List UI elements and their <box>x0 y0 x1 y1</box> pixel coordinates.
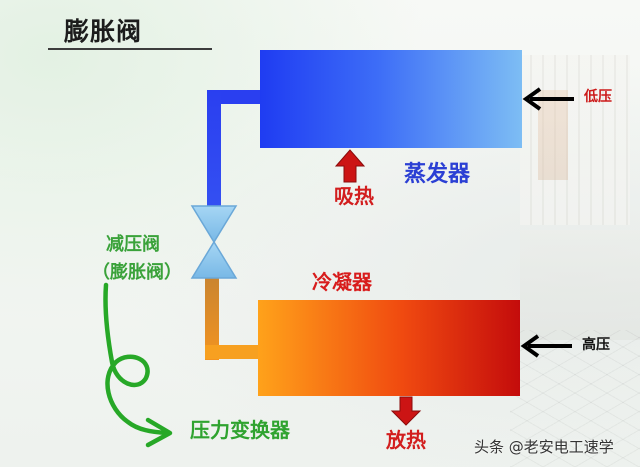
green-loop-arrow-icon <box>103 282 173 448</box>
heat-absorb-label: 吸热 <box>334 184 374 208</box>
evaporator-block <box>260 50 522 148</box>
background-window <box>520 55 630 225</box>
evaporator-outlet-pipe <box>207 90 263 104</box>
title-underline <box>48 48 212 50</box>
heat-absorb-arrow-icon <box>334 149 366 183</box>
watermark: 头条 @老安电工速学 <box>474 438 614 456</box>
low-pressure-pipe <box>207 90 221 210</box>
expansion-valve-icon <box>190 205 238 279</box>
heat-release-arrow-icon <box>390 396 422 426</box>
high-pressure-arrow-icon <box>520 334 572 358</box>
page-title: 膨胀阀 <box>64 17 143 46</box>
low-pressure-label: 低压 <box>584 89 612 105</box>
evaporator-label: 蒸发器 <box>404 162 471 187</box>
low-pressure-arrow-icon <box>522 87 574 111</box>
valve-label-alt: （膨胀阀） <box>92 262 182 283</box>
heat-release-label: 放热 <box>386 428 426 452</box>
condenser-label: 冷凝器 <box>312 270 372 294</box>
background-window-shade <box>538 90 568 180</box>
pressure-changer-label: 压力变换器 <box>190 418 290 442</box>
high-pressure-label: 高压 <box>582 337 610 353</box>
valve-label-main: 减压阀 <box>106 234 160 255</box>
background-sofa <box>520 230 640 340</box>
condenser-block <box>258 300 520 396</box>
high-pressure-pipe <box>205 276 219 360</box>
condenser-outlet-pipe <box>205 345 261 359</box>
